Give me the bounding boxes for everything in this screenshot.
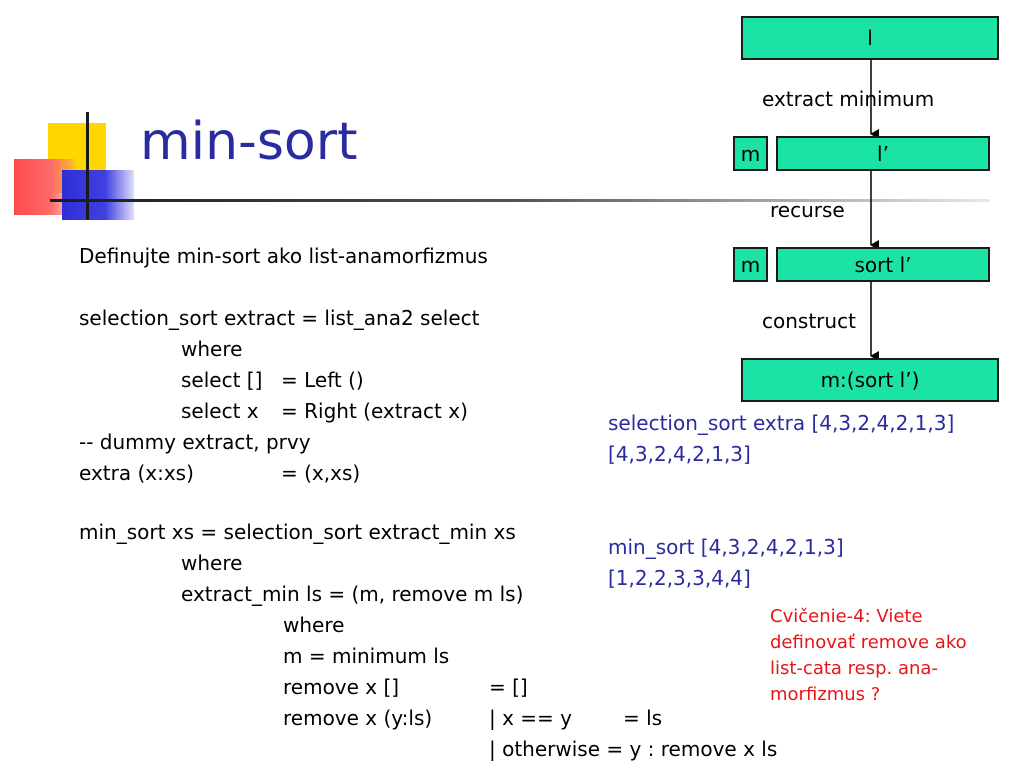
label-recurse: recurse — [770, 198, 845, 222]
example-2-call: min_sort [4,3,2,4,2,1,3] — [608, 535, 844, 559]
decor-blue-square — [62, 170, 134, 220]
code-line: extract_min ls = (m, remove m ls) — [181, 582, 524, 606]
box-min-element-2: m — [733, 247, 768, 282]
code-line: select x — [181, 399, 265, 423]
box-rest-list: l’ — [776, 136, 990, 171]
code-line: remove x (y:ls) — [283, 706, 439, 730]
code-line: Definujte min-sort ako list-anamorfizmus — [79, 244, 488, 268]
example-2-result: [1,2,2,3,3,4,4] — [608, 566, 751, 590]
decor-vertical-line — [86, 112, 89, 220]
exercise-line: definovať remove ako — [770, 632, 967, 653]
slide-title: min-sort — [140, 112, 358, 172]
code-line: = Right (extract x) — [281, 399, 468, 423]
code-line: selection_sort extract = list_ana2 selec… — [79, 306, 480, 330]
label-construct: construct — [762, 309, 856, 333]
code-line: = ls — [623, 706, 663, 730]
code-line: = [] — [489, 675, 528, 699]
exercise-line: list-cata resp. ana- — [770, 658, 938, 679]
code-line: | x == y — [489, 706, 579, 730]
title-underline — [50, 199, 990, 202]
code-line: where — [283, 613, 345, 637]
label-extract-minimum: extract minimum — [762, 87, 935, 111]
exercise-line: Cvičenie-4: Viete — [770, 606, 923, 627]
code-line: remove x [] — [283, 675, 406, 699]
code-line: = (x,xs) — [281, 461, 361, 485]
exercise-line: morfizmus ? — [770, 684, 881, 705]
box-input-list: l — [741, 16, 999, 60]
code-line: where — [181, 337, 243, 361]
code-line: extra (x:xs) — [79, 461, 201, 485]
code-line: min_sort xs = selection_sort extract_min… — [79, 520, 516, 544]
example-1-result: [4,3,2,4,2,1,3] — [608, 442, 751, 466]
code-line: where — [181, 551, 243, 575]
code-line: | otherwise = y : remove x ls — [489, 737, 778, 761]
code-line: m = minimum ls — [283, 644, 450, 668]
box-result: m:(sort l’) — [741, 358, 999, 402]
code-line: = Left () — [281, 368, 364, 392]
code-line: -- dummy extract, prvy — [79, 430, 311, 454]
example-1-call: selection_sort extra [4,3,2,4,2,1,3] — [608, 411, 955, 435]
box-min-element: m — [733, 136, 768, 171]
code-line: select [] — [181, 368, 269, 392]
box-sorted-rest: sort l’ — [776, 247, 990, 282]
